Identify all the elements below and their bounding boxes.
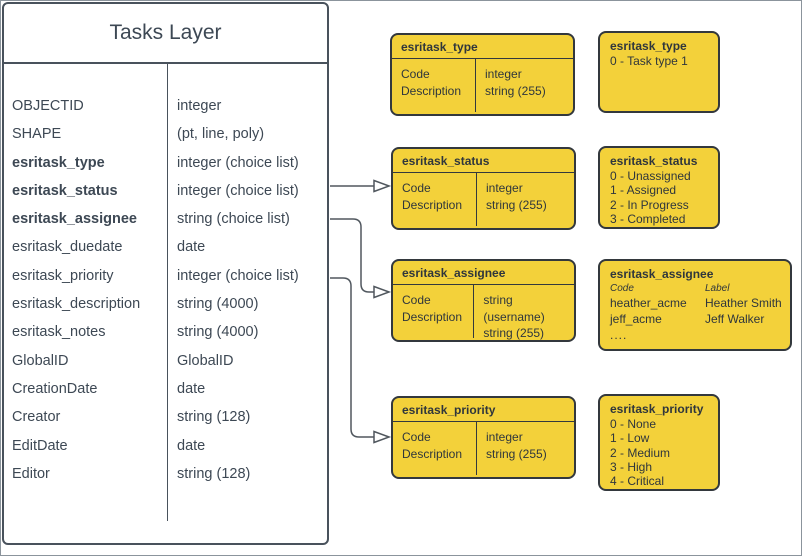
connector-esritask-priority: [330, 277, 375, 438]
field-name: Creator: [12, 409, 61, 426]
value-list-esritask-assignee: esritask_assignee Code Label heather_acm…: [598, 259, 792, 351]
value-list-esritask-type: esritask_type 0 - Task type 1: [598, 31, 720, 113]
field-type: (pt, line, poly): [177, 126, 265, 143]
field-name: esritask_notes: [12, 324, 106, 341]
field-name: esritask_priority: [12, 267, 114, 284]
field-type: date: [177, 437, 206, 454]
field-type: string (4000): [177, 324, 259, 341]
value-list-item: 2 - In Progress: [610, 197, 689, 212]
connector-esritask-assignee: [330, 218, 375, 293]
field-type: string (choice list): [177, 211, 290, 228]
domain-field-label: Description: [401, 83, 462, 98]
domain-table-title: esritask_status: [393, 149, 574, 173]
value-list-item: 1 - Assigned: [610, 183, 677, 198]
value-list-label-header: Label: [705, 283, 730, 294]
value-list-item: 0 - Task type 1: [610, 54, 688, 68]
field-type: integer (choice list): [177, 267, 299, 284]
domain-field-label: Description: [402, 309, 463, 324]
field-type: integer (choice list): [177, 182, 299, 199]
field-name: EditDate: [12, 437, 68, 454]
field-type: integer (choice list): [177, 154, 299, 171]
field-name: Editor: [12, 465, 50, 482]
value-list-title: esritask_priority: [610, 402, 704, 416]
value-list-item: 3 - Completed: [610, 211, 686, 226]
value-list-code-header: Code: [610, 283, 634, 294]
field-name: esritask_status: [12, 182, 118, 199]
value-list-title: esritask_type: [610, 39, 687, 53]
value-list-esritask-priority: esritask_priority 0 - None 1 - Low 2 - M…: [598, 394, 720, 491]
open-arrow-icon: [373, 430, 392, 444]
domain-field-label: Description: [402, 197, 463, 212]
domain-table-title: esritask_assignee: [393, 261, 574, 285]
assignee-code: jeff_acme: [610, 312, 662, 326]
domain-field-type: string (255): [486, 446, 547, 461]
value-list-item: 2 - Medium: [610, 445, 671, 460]
field-name: esritask_description: [12, 296, 141, 313]
value-list-title: esritask_assignee: [610, 267, 714, 281]
value-list-title: esritask_status: [610, 154, 698, 168]
value-list-ellipsis: ....: [610, 328, 628, 342]
field-type: string (128): [177, 409, 251, 426]
value-list-item: 0 - None: [610, 417, 657, 431]
domain-field-label: Code: [401, 67, 430, 81]
field-name: esritask_duedate: [12, 239, 123, 256]
tasks-layer-title: Tasks Layer: [4, 4, 327, 64]
tasks-layer-fields: OBJECTID integer SHAPE (pt, line, poly) es…: [4, 64, 327, 521]
value-list-item: 4 - Critical: [610, 474, 665, 489]
column-divider: [167, 64, 168, 521]
domain-table-title: esritask_type: [392, 35, 573, 59]
field-type: integer: [177, 98, 222, 114]
field-name: CreationDate: [12, 380, 98, 397]
field-type: date: [177, 239, 206, 256]
value-list-item: 1 - Low: [610, 431, 650, 446]
field-type: string (128): [177, 465, 251, 482]
domain-table-title: esritask_priority: [393, 398, 574, 422]
domain-field-label: Code: [402, 293, 431, 307]
field-type: string (4000): [177, 296, 259, 313]
open-arrow-icon: [373, 285, 392, 299]
assignee-code: heather_acme: [610, 296, 687, 310]
domain-field-type: string (255): [483, 326, 545, 340]
domain-field-label: Code: [402, 181, 431, 195]
open-arrow-icon: [373, 179, 392, 193]
field-name: SHAPE: [12, 126, 62, 143]
field-name: esritask_type: [12, 154, 105, 171]
field-type: GlobalID: [177, 352, 234, 369]
field-name: esritask_assignee: [12, 211, 137, 228]
tasks-layer-table: Tasks Layer OBJECTID integer SHAPE (pt, li…: [2, 2, 329, 545]
domain-field-type: string (255): [486, 197, 547, 212]
value-list-esritask-status: esritask_status 0 - Unassigned 1 - Assig…: [598, 146, 720, 229]
domain-field-type: integer: [486, 181, 523, 195]
assignee-label: Heather Smith: [705, 296, 782, 310]
field-type: date: [177, 380, 206, 397]
domain-field-type: integer: [485, 67, 522, 81]
domain-field-type: string (username): [483, 293, 545, 324]
domain-field-label: Code: [402, 430, 431, 444]
assignee-label: Jeff Walker: [705, 312, 765, 326]
field-name: GlobalID: [12, 352, 69, 369]
domain-field-type: integer: [486, 430, 523, 444]
domain-field-label: Description: [402, 446, 463, 461]
value-list-item: 0 - Unassigned: [610, 169, 691, 183]
field-name: OBJECTID: [12, 98, 84, 114]
domain-field-type: string (255): [485, 83, 546, 98]
value-list-item: 3 - High: [610, 459, 653, 474]
